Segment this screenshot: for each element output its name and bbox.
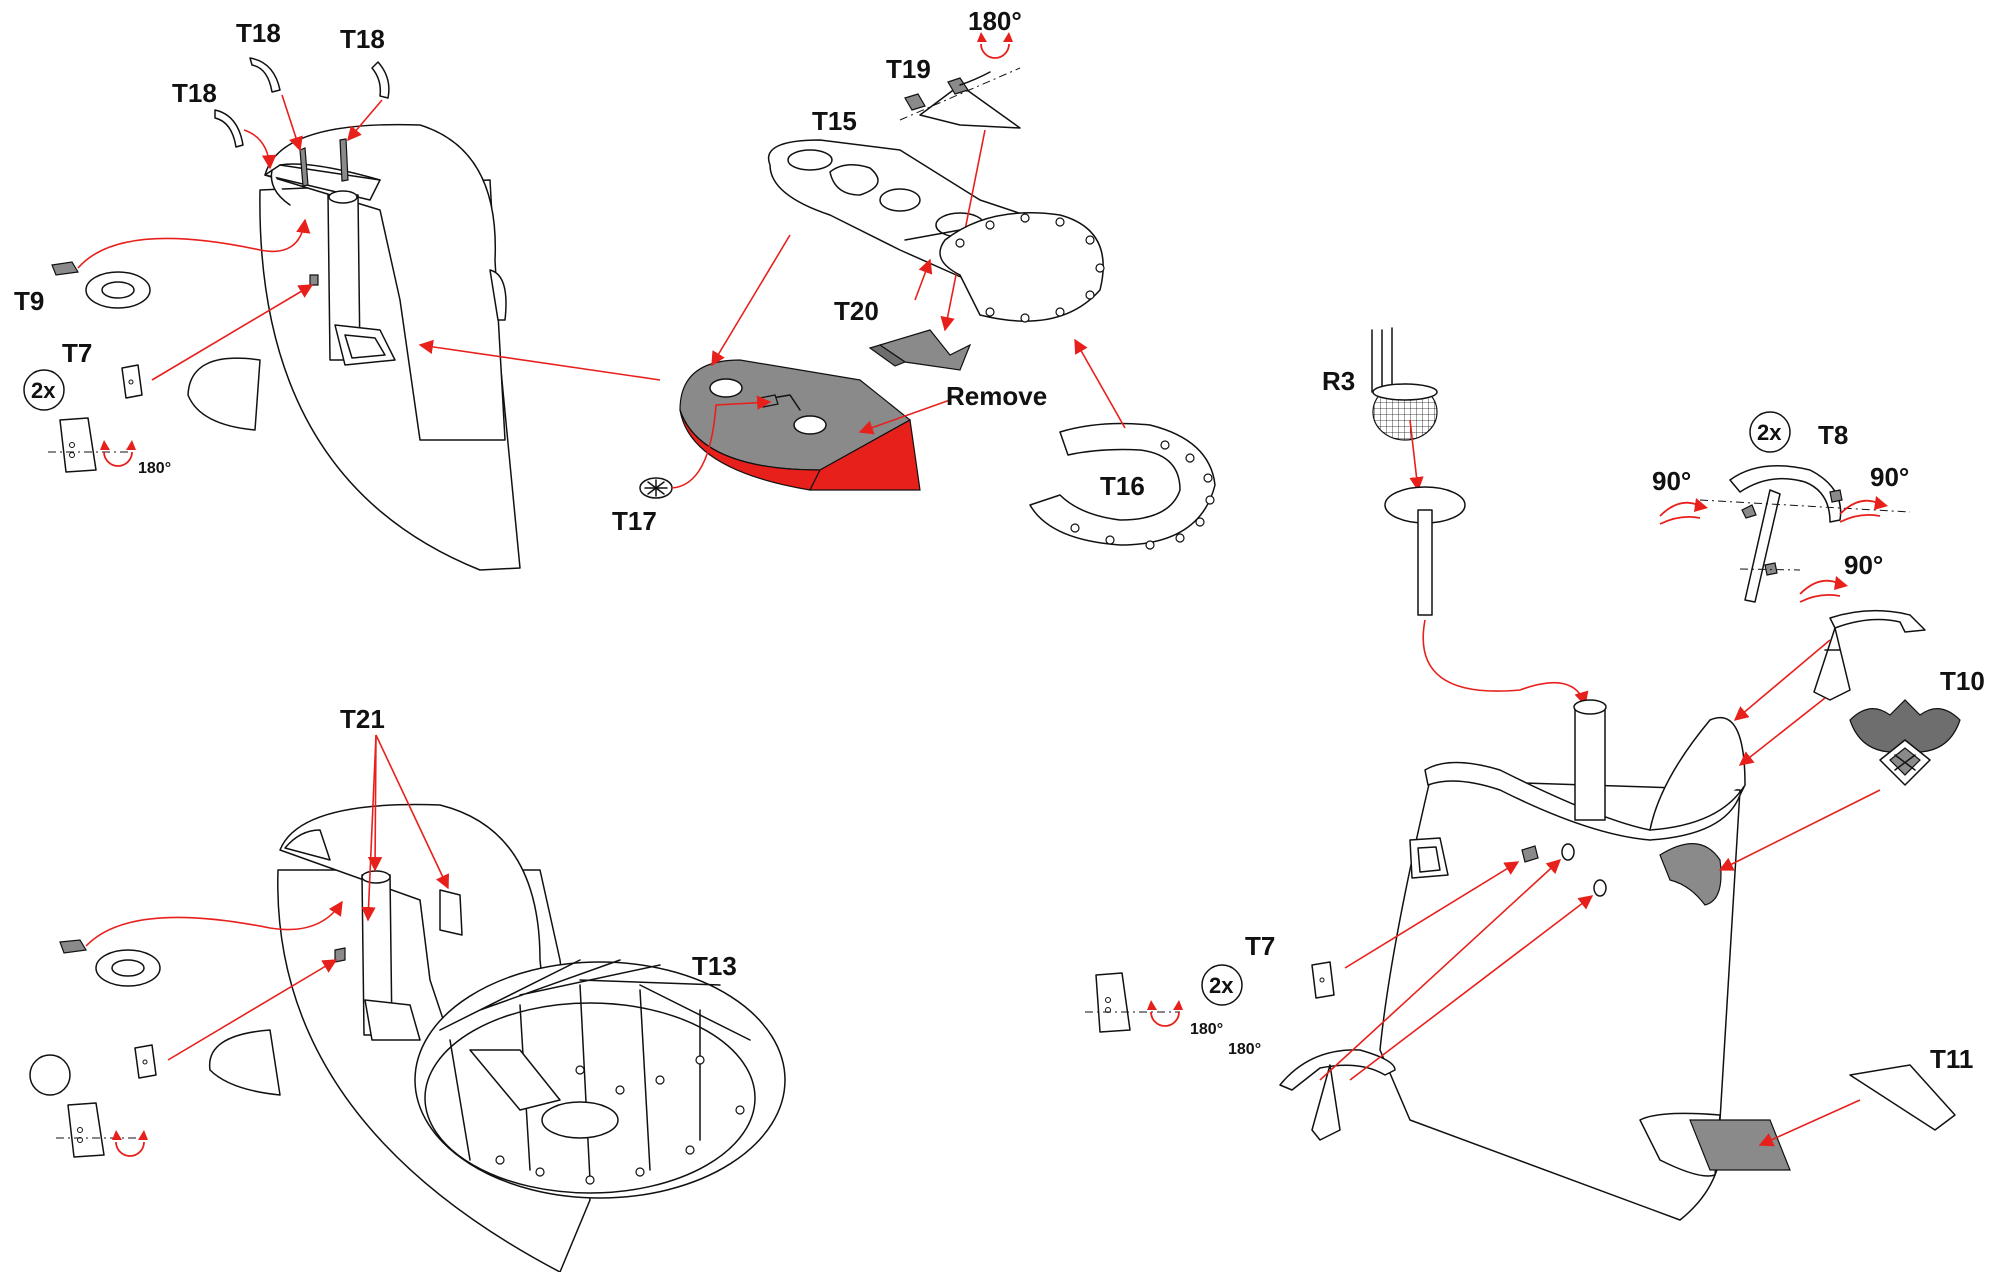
label-rot-t7-right-b: 180° (1228, 1041, 1261, 1058)
part-t18-c (371, 61, 390, 99)
part-t9-bottom (59, 939, 161, 987)
part-t7-bottom (56, 1044, 157, 1158)
label-t19: T19 (886, 54, 931, 84)
label-rot90-b: 90° (1870, 462, 1909, 492)
label-t9-top: T9 (14, 286, 44, 316)
label-t18-c: T18 (340, 24, 385, 54)
part-t10 (1849, 699, 1961, 786)
part-t11 (1849, 1064, 1956, 1131)
label-remove: Remove (946, 381, 1047, 411)
part-t8-top (1699, 465, 1911, 603)
label-t7-right: T7 (1245, 931, 1275, 961)
rotate-icon-t7-bottom (111, 1129, 149, 1157)
qty-text-t8: 2x (1757, 420, 1782, 445)
rotate-icon-t8-c (1799, 575, 1849, 603)
rotate-icon-t8-a (1659, 497, 1709, 525)
qty-badge-t8 (1749, 411, 1791, 453)
part-t18-a (214, 109, 244, 148)
label-rot-t7-right-a: 180° (1190, 1021, 1223, 1038)
label-t13: T13 (692, 951, 737, 981)
qty-text-top: 2x (31, 378, 56, 403)
label-t18-b: T18 (236, 18, 281, 48)
label-rot-t19: 180° (968, 6, 1022, 36)
label-rot-t7-top: 180° (138, 460, 171, 477)
qty-badge-bottom (29, 1054, 71, 1096)
part-t7-top (48, 364, 143, 473)
label-rot90-a: 90° (1652, 466, 1691, 496)
label-t11: T11 (1930, 1044, 1973, 1074)
part-t18-b (249, 57, 281, 93)
label-t7-top: T7 (62, 338, 92, 368)
label-t20: T20 (834, 296, 879, 326)
label-r3: R3 (1322, 366, 1355, 396)
part-t16-top (939, 212, 1105, 323)
label-t8-top: T8 (1818, 420, 1848, 450)
part-t16 (1029, 422, 1216, 550)
qty-badge-right (1201, 964, 1243, 1006)
tower-top-left (187, 123, 521, 571)
part-t20 (868, 329, 972, 371)
part-t13 (414, 959, 786, 1199)
qty-text-right: 2x (1209, 973, 1234, 998)
part-t17 (639, 477, 673, 499)
label-t15: T15 (812, 106, 857, 136)
part-r3 (1371, 327, 1438, 441)
label-t21: T21 (340, 704, 385, 734)
part-t19 (899, 67, 1021, 129)
part-t8-bottom (1279, 1049, 1396, 1141)
label-t10: T10 (1940, 666, 1985, 696)
rotate-icon-t7-right (1146, 999, 1184, 1027)
part-t7-right (1085, 961, 1335, 1033)
label-t17: T17 (612, 506, 657, 536)
rotate-icon-t7-top (99, 439, 137, 467)
part-antenna (1813, 609, 1926, 701)
part-t9-top (51, 261, 151, 309)
part-periscope (1384, 486, 1466, 616)
label-t18-a: T18 (172, 78, 217, 108)
label-t16: T16 (1100, 471, 1145, 501)
label-rot90-c: 90° (1844, 550, 1883, 580)
part-deck-red (679, 359, 921, 491)
tower-right (1379, 699, 1791, 1221)
qty-badge-top (23, 369, 65, 411)
